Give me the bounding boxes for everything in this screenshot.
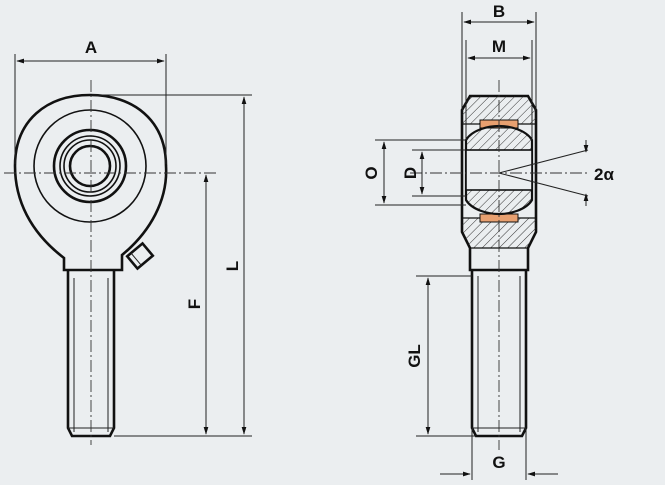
label-O: O [362, 166, 381, 179]
front-view: A F L [4, 38, 252, 445]
bore [68, 144, 112, 188]
label-M: M [492, 37, 506, 56]
ball-ring-3 [63, 139, 117, 193]
housing-hatch-bottom [461, 217, 537, 249]
ball-ring-2 [59, 135, 121, 197]
label-D: D [401, 167, 420, 179]
angle-line-lower [498, 172, 589, 197]
angle-line-upper [498, 149, 589, 174]
label-A: A [85, 38, 97, 57]
label-F: F [185, 299, 204, 309]
label-2alpha: 2α [594, 165, 614, 184]
grease-nipple [125, 241, 155, 271]
side-section-view: 2α B M O D GL G [362, 2, 614, 480]
label-G: G [492, 453, 505, 472]
ball-outer-ring [52, 128, 128, 204]
label-GL: GL [405, 344, 424, 368]
label-B: B [493, 2, 505, 21]
head-inner-rim [33, 109, 147, 223]
label-L: L [223, 261, 242, 271]
